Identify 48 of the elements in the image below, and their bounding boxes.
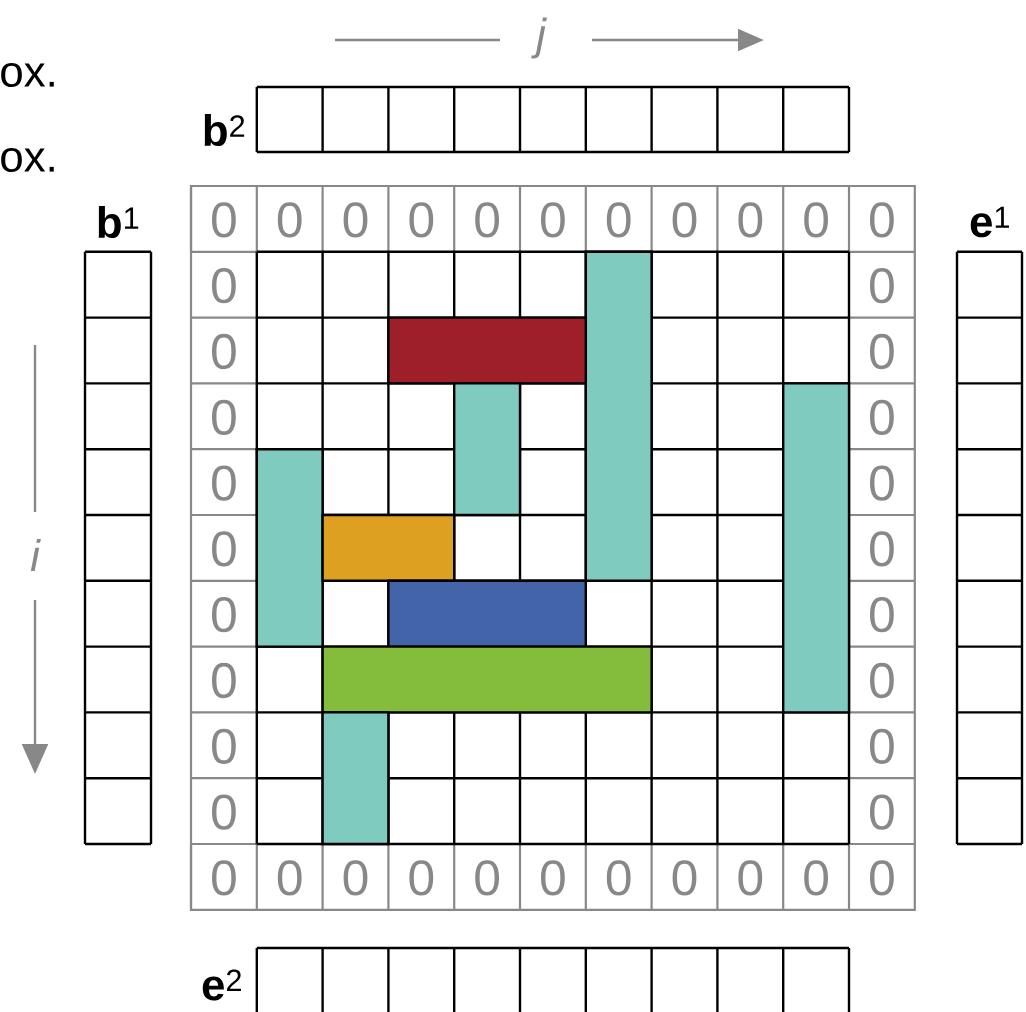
cell-value: 0 xyxy=(870,465,894,501)
vector-label: b$^{2}$ xyxy=(204,113,245,147)
cell-value: 0 xyxy=(606,860,631,896)
cell-value: 0 xyxy=(672,860,697,896)
cell-value: 0 xyxy=(870,860,894,896)
cell-value: 0 xyxy=(870,399,894,435)
cell-value: 0 xyxy=(672,202,697,238)
cell-value: 0 xyxy=(212,202,236,238)
cell-value: 0 xyxy=(212,794,236,830)
cell-value: 0 xyxy=(606,202,631,238)
cell-value: 0 xyxy=(212,465,236,501)
cell-value: 0 xyxy=(804,860,828,896)
cell-value: 0 xyxy=(343,860,368,896)
cell-value: 0 xyxy=(738,202,763,238)
vector-label: e$^{2}$ xyxy=(202,969,241,1001)
cell-value: 0 xyxy=(475,860,499,896)
cell-value: 0 xyxy=(870,794,894,830)
vector-label: e$^{1}$ xyxy=(970,206,1009,238)
cell-value: 0 xyxy=(212,333,236,370)
cell-value: 0 xyxy=(212,662,236,699)
cell-value: 0 xyxy=(277,860,302,896)
cell-value: 0 xyxy=(475,202,499,238)
cell-value: 0 xyxy=(870,268,894,304)
text-fragment: ox. xyxy=(1,148,54,172)
cell-value: 0 xyxy=(804,202,828,238)
axis-label: i xyxy=(30,539,41,571)
cell-value: 0 xyxy=(738,860,763,896)
cell-value: 0 xyxy=(541,202,565,238)
cell-value: 0 xyxy=(212,597,236,633)
cell-value: 0 xyxy=(212,399,236,435)
cell-value: 0 xyxy=(870,728,894,764)
cell-value: 0 xyxy=(870,531,894,567)
cell-value: 0 xyxy=(277,202,302,238)
text-fragment: ox. xyxy=(1,63,54,87)
cell-value: 0 xyxy=(343,202,368,238)
cell-value: 0 xyxy=(541,860,565,896)
cell-value: 0 xyxy=(212,860,236,896)
vector-label: b$^{1}$ xyxy=(98,205,139,239)
axis-label: j xyxy=(531,17,547,59)
cell-value: 0 xyxy=(212,531,236,567)
cell-value: 0 xyxy=(870,333,894,370)
cell-value: 0 xyxy=(212,268,236,304)
cell-value: 0 xyxy=(212,728,236,764)
cell-value: 0 xyxy=(409,860,434,896)
cell-value: 0 xyxy=(870,597,894,633)
cell-value: 0 xyxy=(870,662,894,699)
cell-value: 0 xyxy=(870,202,894,238)
cell-value: 0 xyxy=(409,202,434,238)
